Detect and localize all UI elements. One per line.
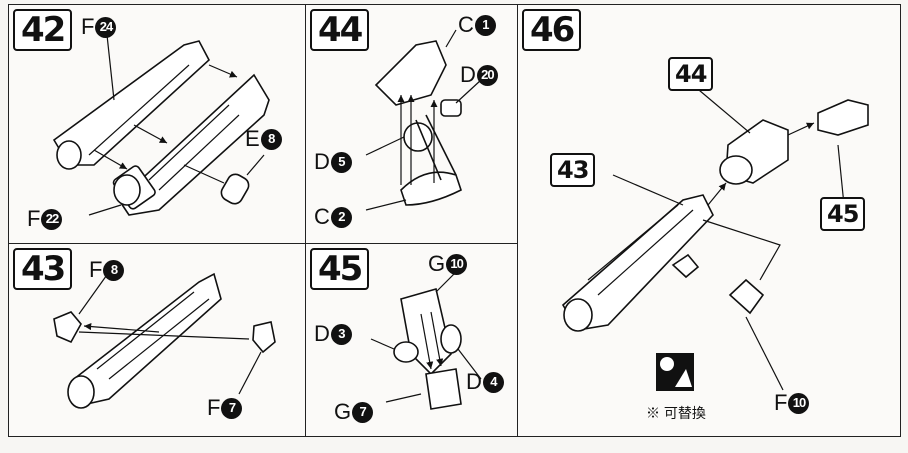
ref-part-45: 45 (820, 197, 866, 231)
step-number: 44 (310, 9, 370, 51)
step-number: 42 (13, 9, 73, 51)
ref-part-44: 44 (668, 57, 714, 91)
barrel-assembly-drawing (52, 34, 270, 216)
step-number: 43 (13, 248, 73, 290)
final-assembly-drawing (561, 84, 869, 391)
barrel-hands-drawing (53, 271, 276, 409)
ref-part-43: 43 (550, 153, 596, 187)
swap-note: ※ 可替換 (646, 405, 706, 421)
step-number: 46 (522, 9, 582, 51)
step-number: 45 (310, 248, 370, 290)
interchangeable-part-icon (656, 353, 694, 391)
handguard-assembly-drawing (370, 273, 482, 410)
grip-assembly-drawing (365, 29, 482, 211)
